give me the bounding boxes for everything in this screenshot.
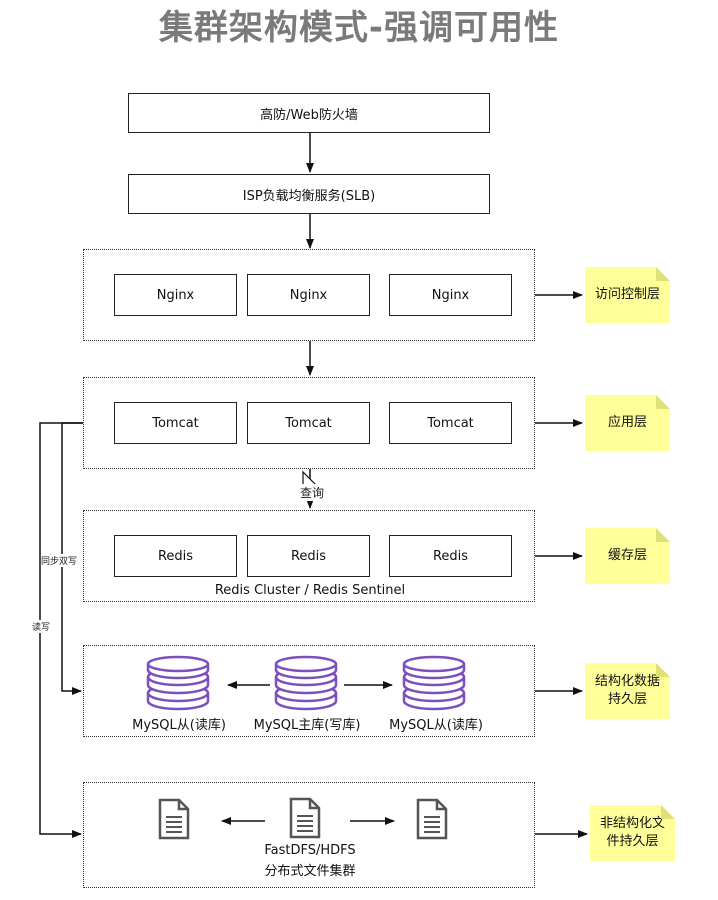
redis-node-3: Redis (389, 535, 512, 577)
file-icon (289, 797, 321, 839)
redis-cluster-caption: Redis Cluster / Redis Sentinel (214, 583, 406, 598)
mysql-slave-label-2: MySQL从(读库) (389, 718, 483, 733)
redis-node-2: Redis (247, 535, 370, 577)
tomcat-label: Tomcat (285, 415, 332, 431)
mysql-master-label: MySQL主库(写库) (253, 718, 361, 733)
note-db-text-1: 结构化数据 (594, 674, 660, 689)
mysql-slave-label-1: MySQL从(读库) (132, 718, 226, 733)
note-access-layer: 访问控制层 (585, 267, 670, 323)
database-icon (274, 655, 338, 711)
firewall-box: 高防/Web防火墙 (128, 93, 490, 133)
note-cache-layer: 缓存层 (585, 528, 670, 584)
note-file-text-1: 非结构化文 (599, 816, 665, 831)
nginx-node-2: Nginx (247, 274, 370, 316)
tomcat-node-3: Tomcat (389, 402, 512, 444)
nginx-node-3: Nginx (389, 274, 512, 316)
tomcat-node-2: Tomcat (247, 402, 370, 444)
redis-label: Redis (290, 548, 327, 564)
file-icon (158, 798, 190, 840)
nginx-label: Nginx (289, 287, 328, 303)
redis-node-1: Redis (114, 535, 237, 577)
nginx-node-1: Nginx (114, 274, 237, 316)
firewall-label: 高防/Web防火墙 (260, 107, 358, 123)
slb-box: ISP负载均衡服务(SLB) (128, 174, 490, 214)
note-access-text: 访问控制层 (594, 287, 660, 302)
note-app-text: 应用层 (607, 415, 647, 430)
tomcat-label: Tomcat (427, 415, 474, 431)
note-db-text-2: 持久层 (607, 692, 647, 707)
edge-label-sync: 同步双写 (41, 554, 78, 567)
redis-label: Redis (157, 548, 194, 564)
fastdfs-label-2: 分布式文件集群 (264, 864, 356, 879)
tomcat-label: Tomcat (152, 415, 199, 431)
nginx-label: Nginx (431, 287, 470, 303)
edge-label-query: 查询 (300, 484, 325, 501)
note-app-layer: 应用层 (585, 395, 670, 451)
note-db-layer: 结构化数据 持久层 (585, 663, 670, 719)
database-icon (402, 655, 466, 711)
tomcat-node-1: Tomcat (114, 402, 237, 444)
slb-label: ISP负载均衡服务(SLB) (242, 188, 376, 204)
database-icon (146, 655, 210, 711)
page-title: 集群架构模式-强调可用性 (158, 8, 560, 48)
file-icon (416, 798, 448, 840)
note-cache-text: 缓存层 (607, 548, 647, 563)
fastdfs-label-1: FastDFS/HDFS (264, 843, 356, 858)
nginx-label: Nginx (156, 287, 195, 303)
note-file-text-2: 件持久层 (606, 834, 659, 849)
edge-label-readwrite: 读写 (32, 620, 51, 633)
redis-label: Redis (432, 548, 469, 564)
